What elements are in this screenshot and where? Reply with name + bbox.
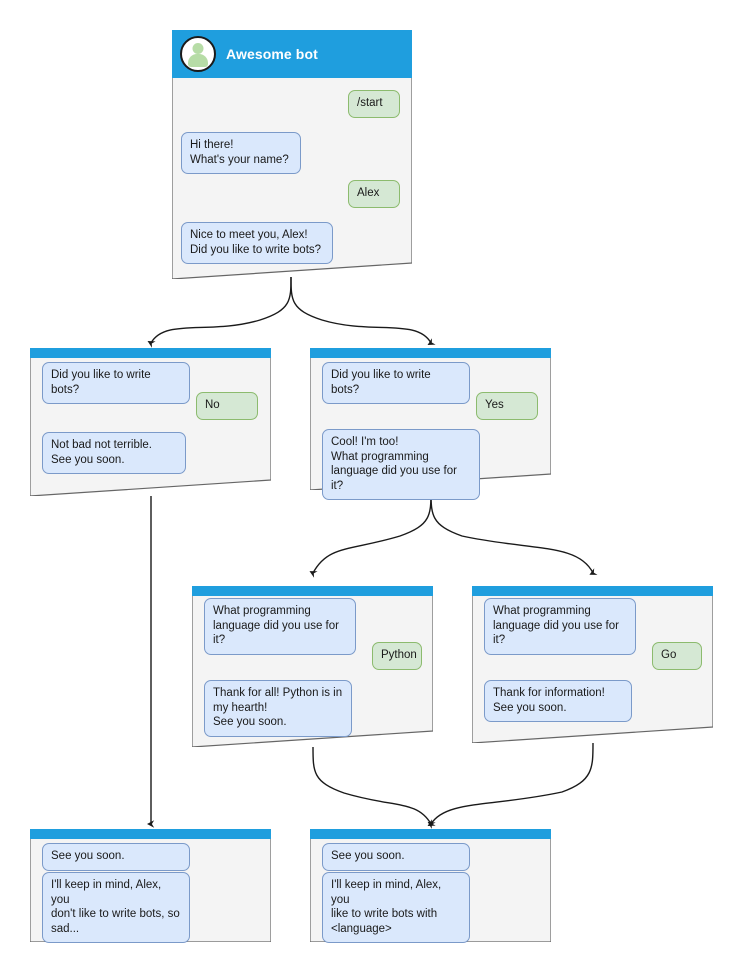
message-bot-thanks-python: Thank for all! Python is in my hearth! S… bbox=[204, 680, 352, 737]
node-title-bar bbox=[472, 586, 713, 596]
chat-node-answer-no[interactable]: Did you like to write bots? No Not bad n… bbox=[30, 348, 271, 496]
message-bot-question-language: What programming language did you use fo… bbox=[204, 598, 356, 655]
message-user-python: Python bbox=[372, 642, 422, 670]
node-title-bar bbox=[30, 348, 271, 358]
node-title-bar bbox=[310, 348, 551, 358]
message-user-name: Alex bbox=[348, 180, 400, 208]
message-bot-cool: Cool! I'm too! What programming language… bbox=[322, 429, 480, 500]
chat-node-answer-go[interactable]: What programming language did you use fo… bbox=[472, 586, 713, 743]
message-bot-keep-in-mind-sad: I'll keep in mind, Alex, you don't like … bbox=[42, 872, 190, 943]
message-bot-greeting: Hi there! What's your name? bbox=[181, 132, 301, 174]
message-user-yes: Yes bbox=[476, 392, 538, 420]
connector-yes-to-go bbox=[430, 489, 598, 575]
message-user-go: Go bbox=[652, 642, 702, 670]
message-bot-keep-in-mind-happy: I'll keep in mind, Alex, you like to wri… bbox=[322, 872, 470, 943]
message-bot-nice-to-meet: Nice to meet you, Alex! Did you like to … bbox=[181, 222, 333, 264]
connector-go-to-end-happy bbox=[427, 742, 594, 829]
message-bot-thanks-info: Thank for information! See you soon. bbox=[484, 680, 632, 722]
connector-yes-to-python bbox=[309, 489, 432, 578]
user-avatar-icon bbox=[180, 36, 216, 72]
node-title-bar bbox=[192, 586, 433, 596]
chat-node-end-happy[interactable]: See you soon. I'll keep in mind, Alex, y… bbox=[310, 829, 551, 943]
message-bot-question-bots: Did you like to write bots? bbox=[322, 362, 470, 404]
node-title-bar: Awesome bot bbox=[172, 30, 412, 78]
chat-node-start[interactable]: Awesome bot /start Hi there! What's your… bbox=[172, 30, 412, 279]
message-bot-see-you-soon: See you soon. bbox=[42, 843, 190, 871]
message-user-no: No bbox=[196, 392, 258, 420]
message-bot-not-bad: Not bad not terrible. See you soon. bbox=[42, 432, 186, 474]
message-bot-question-bots: Did you like to write bots? bbox=[42, 362, 190, 404]
bot-title: Awesome bot bbox=[226, 46, 318, 62]
chat-node-answer-yes[interactable]: Did you like to write bots? Yes Cool! I'… bbox=[310, 348, 551, 500]
message-bot-see-you-soon: See you soon. bbox=[322, 843, 470, 871]
message-bot-question-language: What programming language did you use fo… bbox=[484, 598, 636, 655]
connector-start-to-yes bbox=[290, 276, 436, 345]
chat-node-answer-python[interactable]: What programming language did you use fo… bbox=[192, 586, 433, 747]
chat-node-end-sad[interactable]: See you soon. I'll keep in mind, Alex, y… bbox=[30, 829, 271, 943]
node-title-bar bbox=[310, 829, 551, 839]
message-user-start: /start bbox=[348, 90, 400, 118]
node-title-bar bbox=[30, 829, 271, 839]
connector-python-to-end-happy bbox=[312, 746, 436, 827]
connector-start-to-no bbox=[147, 276, 292, 348]
